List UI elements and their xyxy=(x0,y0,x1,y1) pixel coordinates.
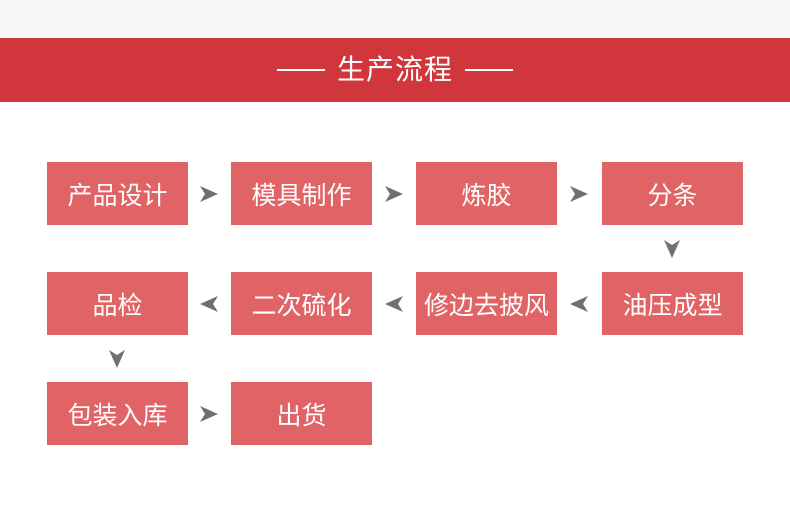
arrowhead-icon xyxy=(383,293,405,315)
header-banner: 生产流程 xyxy=(0,38,790,102)
step-mold-making: 模具制作 xyxy=(231,162,372,225)
banner-right-rule xyxy=(465,69,513,71)
step-hydraulic-molding: 油压成型 xyxy=(602,272,743,335)
step-packaging-storage: 包装入库 xyxy=(47,382,188,445)
arrowhead-icon xyxy=(198,183,220,205)
step-shipping: 出货 xyxy=(231,382,372,445)
step-secondary-vulcanization: 二次硫化 xyxy=(231,272,372,335)
arrowhead-icon xyxy=(568,183,590,205)
page-title: 生产流程 xyxy=(336,53,453,86)
arrowhead-icon xyxy=(383,183,405,205)
step-slitting: 分条 xyxy=(602,162,743,225)
banner-inner: 生产流程 xyxy=(276,53,513,86)
arrowhead-icon xyxy=(661,238,683,260)
arrowhead-icon xyxy=(198,293,220,315)
step-quality-inspection: 品检 xyxy=(47,272,188,335)
step-rubber-mixing: 炼胶 xyxy=(416,162,557,225)
step-product-design: 产品设计 xyxy=(47,162,188,225)
arrowhead-icon xyxy=(568,293,590,315)
step-deflashing: 修边去披风 xyxy=(416,272,557,335)
top-strip xyxy=(0,0,790,38)
arrowhead-icon xyxy=(106,348,128,370)
arrowhead-icon xyxy=(198,403,220,425)
banner-left-rule xyxy=(276,69,325,71)
